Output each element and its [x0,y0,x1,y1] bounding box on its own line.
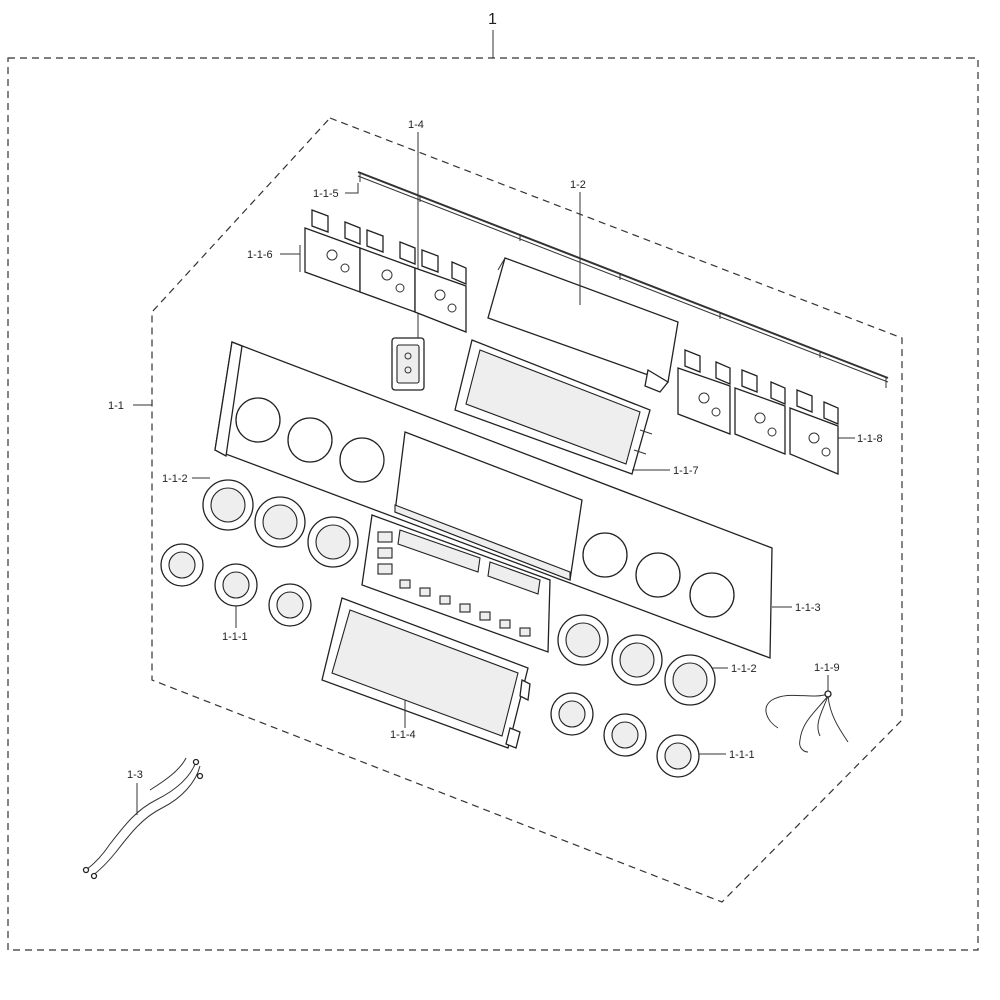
label-panel-frame: 1-1-3 [795,602,821,614]
bracket-right [677,349,839,475]
wire-harness [82,757,204,880]
label-knob-small-right: 1-1-1 [729,749,755,761]
label-window-frame: 1-1-4 [390,729,416,741]
pcb-cover [487,257,679,393]
label-harness-small: 1-1-9 [814,662,840,674]
button-panel [361,514,551,653]
sub-module [391,337,425,391]
label-knob-large-left: 1-1-2 [162,473,188,485]
window-frame [321,597,531,749]
knob-small-right [550,692,700,778]
control-panel-boundary [151,117,903,903]
knob-small-left [160,543,312,627]
label-bracket-right: 1-1-8 [857,433,883,445]
knob-large-right [557,614,716,706]
label-pcb-cover: 1-2 [570,179,586,191]
leader-rail-bar [345,183,359,194]
panel-frame [214,341,773,659]
label-control-panel-assembly: 1-1 [108,400,124,412]
label-rail-bar: 1-1-5 [313,188,339,200]
label-bracket-left: 1-1-6 [247,249,273,261]
label-assembly: 1 [488,11,497,28]
rail-bar [357,171,889,388]
harness-small [765,690,849,753]
bracket-left [299,209,467,333]
label-knob-large-right: 1-1-2 [731,663,757,675]
display-holder [454,339,653,475]
knob-large-left [202,479,359,568]
label-display-holder: 1-1-7 [673,465,699,477]
label-knob-small-left: 1-1-1 [222,631,248,643]
label-sub-module: 1-4 [408,119,424,131]
label-wire-harness: 1-3 [127,769,143,781]
